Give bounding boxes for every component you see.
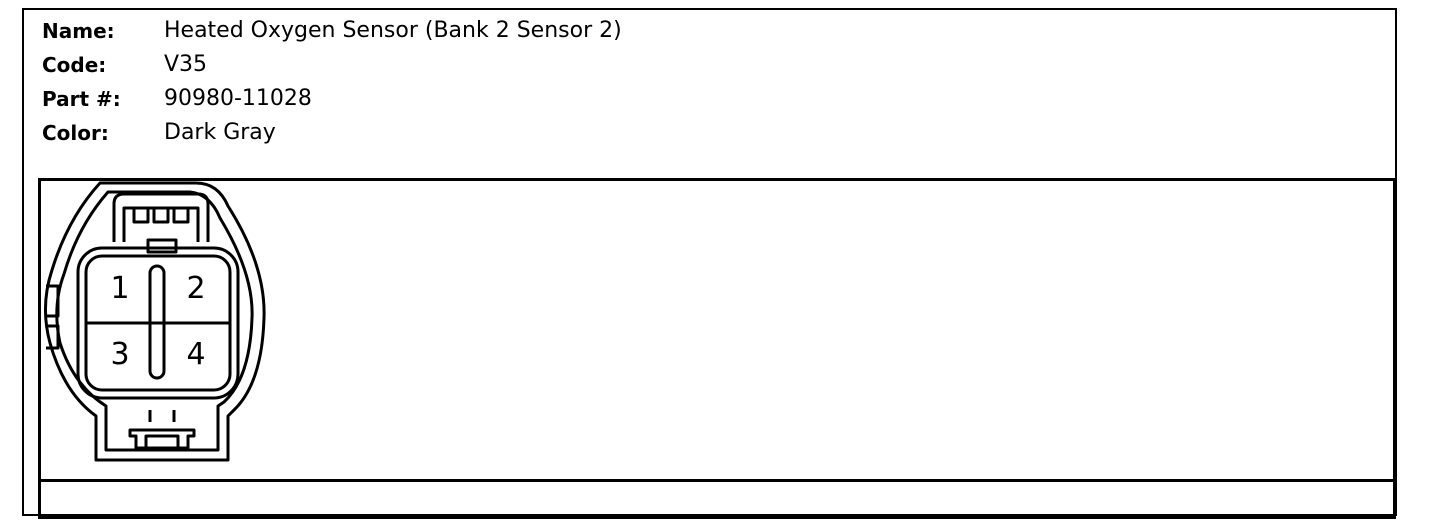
code-value: V35	[164, 52, 208, 77]
latch-window-1	[132, 206, 150, 224]
bottom-lock-tab	[144, 434, 180, 450]
connector-diagram: 1 2 3 4	[43, 181, 266, 462]
latch-window-2	[152, 206, 170, 224]
color-value: Dark Gray	[164, 120, 276, 145]
latch-window-3	[172, 206, 190, 224]
left-side-notch	[46, 284, 60, 350]
top-latch-outer	[112, 192, 210, 242]
name-value: Heated Oxygen Sensor (Bank 2 Sensor 2)	[164, 18, 622, 43]
bottom-lock	[128, 428, 196, 450]
connector-outer-housing	[43, 181, 266, 462]
bottom-box	[38, 479, 1396, 519]
color-label: Color:	[42, 121, 109, 145]
pin-divider-vertical	[148, 264, 166, 380]
outer-frame	[22, 8, 1397, 516]
pin-2-label: 2	[186, 271, 205, 306]
pin-4-label: 4	[186, 337, 205, 372]
pin-1-label: 1	[110, 271, 129, 306]
connector-inner-housing	[55, 190, 254, 452]
code-label: Code:	[42, 53, 107, 77]
latch-tab	[146, 238, 178, 254]
part-value: 90980-11028	[164, 86, 312, 111]
pin-cavity-outer	[76, 246, 240, 400]
name-label: Name:	[42, 19, 115, 43]
bottom-lock-slot	[148, 410, 176, 422]
part-label: Part #:	[42, 87, 121, 111]
pin-3-label: 3	[110, 337, 129, 372]
